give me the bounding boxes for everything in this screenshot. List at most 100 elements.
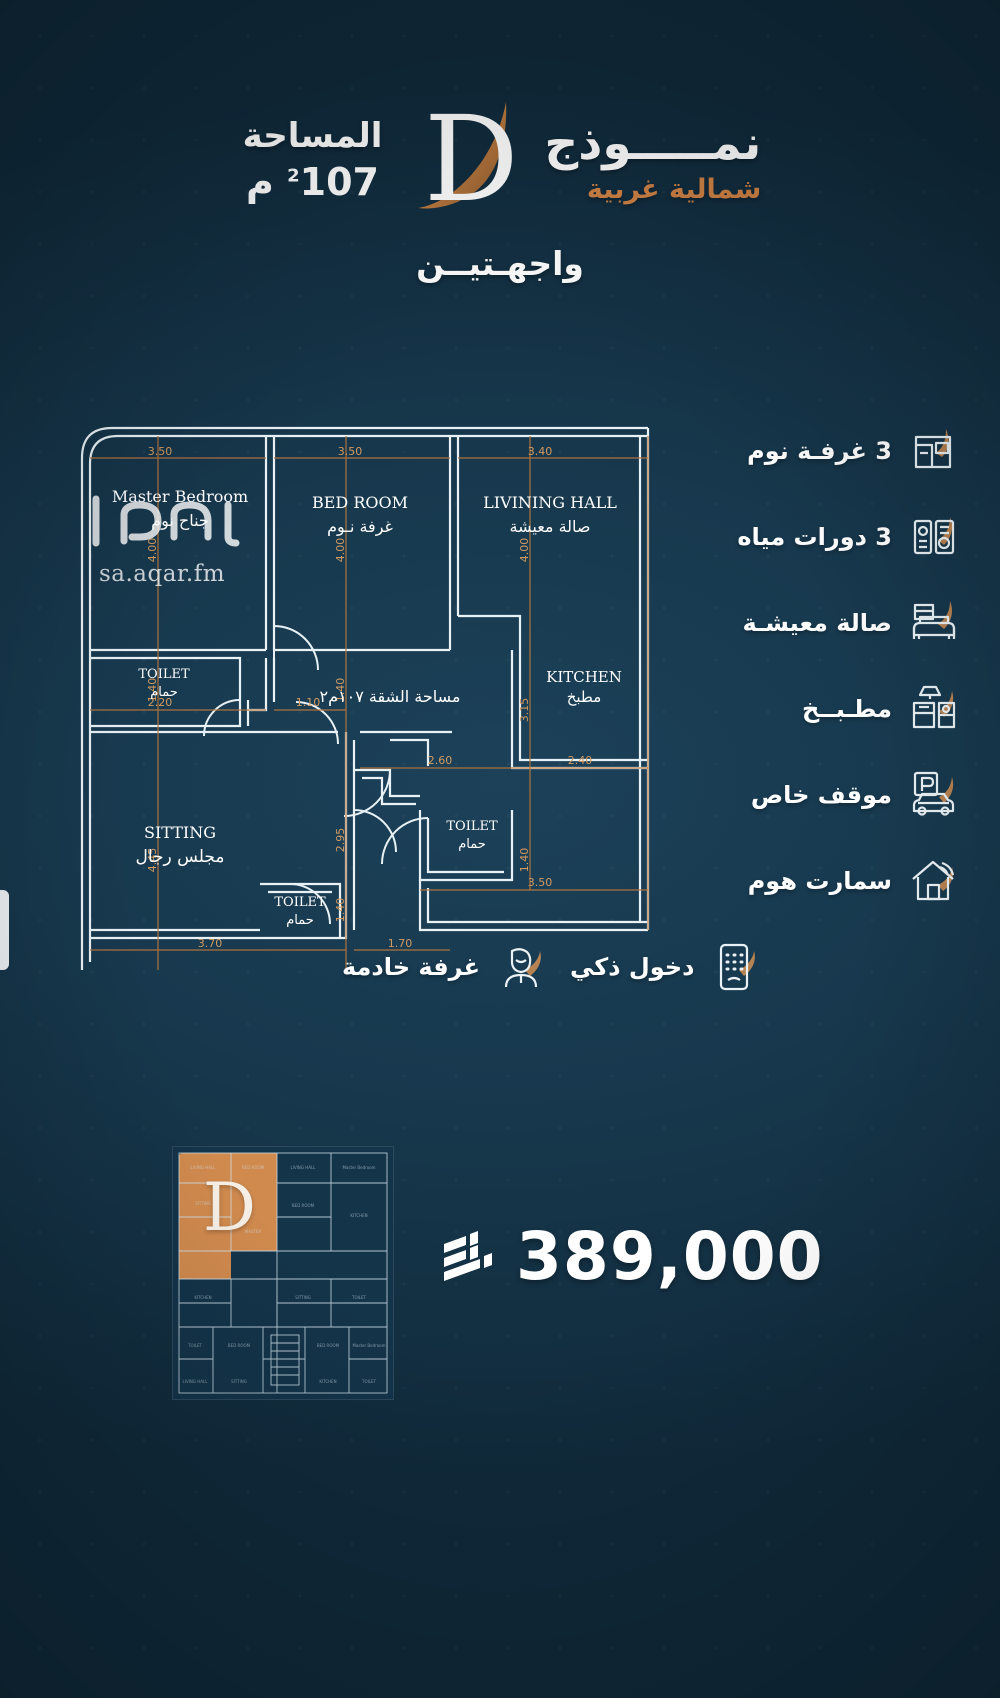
room-label-en: TOILET [446,819,498,834]
svg-text:LIVING HALL: LIVING HALL [183,1379,209,1384]
living-room-icon [906,595,962,651]
dimension-label: 4.45 [146,848,159,873]
price-block: 389,000 [440,1218,824,1295]
feature-label: 3 غرفـة نوم [747,437,892,465]
room-label-ar: مطبخ [567,688,602,706]
dimension-label: 2.20 [148,696,173,709]
dimension-label: 3.50 [338,445,363,458]
model-d-logo: D [388,94,538,229]
kitchen-icon [906,681,962,737]
dimension-label: 3.70 [198,937,223,950]
room-label-en: BED ROOM [312,493,408,512]
room-label-ar: غرفة نـوم [327,517,393,537]
svg-text:MASTER: MASTER [245,1229,262,1234]
svg-text:TOILET: TOILET [351,1295,367,1300]
feature-maid-room: غرفة خادمة [342,930,550,1004]
svg-text:D: D [424,94,519,228]
feature-kitchen: مطـبــخ [662,666,962,752]
model-orientation: شمالية غربية [586,173,762,205]
room-label-en: Master Bedroom [112,487,248,506]
dimension-label: 1.40 [518,848,531,873]
room-label-en: TOILET [274,895,326,910]
dimension-label: 4.00 [334,538,347,563]
dimension-label: 3.15 [518,698,531,723]
svg-text:BED ROOM: BED ROOM [292,1203,315,1208]
svg-text:BED ROOM: BED ROOM [317,1343,340,1348]
facades-label: واجهـتيــن [416,244,584,283]
area-value: 2107 م [243,159,383,204]
price-amount: 389,000 [516,1218,824,1295]
header-row: نمـــــوذج شمالية غربية D [0,94,1000,229]
feature-smart-entry: دخول ذكي [570,930,764,1004]
room-label-en: LIVINING HALL [483,493,617,512]
area-label: المساحة [242,116,383,157]
floor-plan: 3.50 3.50 3.40 2.20 1.10 2.60 2.40 3.50 … [60,410,660,995]
feature-label: غرفة خادمة [342,953,480,981]
room-label-ar: جناح نوم [151,511,209,531]
model-title-block: نمـــــوذج شمالية غربية [544,120,761,203]
room-label-ar: مجلس رجال [135,847,224,867]
svg-text:Master Bedroom: Master Bedroom [342,1165,375,1170]
feature-label: 3 دورات مياه [737,523,892,551]
smart-entry-icon [708,939,764,995]
area-block: المساحة 2107 م [243,119,383,203]
svg-text:KITCHEN: KITCHEN [319,1379,336,1384]
dimension-label: 1.70 [388,937,413,950]
room-label-en: TOILET [138,667,190,682]
model-title: نمـــــوذج [544,115,762,171]
svg-text:LIVING HALL: LIVING HALL [191,1165,217,1170]
svg-text:Master Bedroom: Master Bedroom [352,1343,385,1348]
header: نمـــــوذج شمالية غربية D [0,94,1000,284]
dimension-label: 3.40 [528,445,553,458]
feature-parking: موقف خاص [662,752,962,838]
features-list: 3 غرفـة نوم 3 دورات مياه [662,408,962,924]
feature-label: موقف خاص [750,781,892,809]
dimension-label: 4.00 [518,538,531,563]
room-label-ar: صالة معيشة [510,517,591,536]
apartment-area-note: مساحة الشقة ١٠٧م٢ [320,687,461,706]
room-label-en: SITTING [144,823,216,842]
saudi-riyal-icon [440,1228,496,1286]
parking-icon [906,767,962,823]
smart-home-icon [906,853,962,909]
feature-label: صالة معيشـة [742,609,892,637]
dimension-label: 2.95 [334,828,347,853]
feature-living-room: صالة معيشـة [662,580,962,666]
maid-room-icon [494,939,550,995]
feature-label: مطـبــخ [802,695,892,723]
dimension-label: 1.40 [334,678,347,703]
svg-text:LIVING HALL: LIVING HALL [291,1165,317,1170]
dimension-label: 1.40 [334,898,347,923]
key-plan-unit-letter: D [203,1169,256,1246]
svg-text:TOILET: TOILET [187,1343,203,1348]
dimension-label: 2.60 [428,754,453,767]
side-edge-indicator [0,890,9,970]
room-label-ar: حمام [150,685,178,700]
feature-bathrooms: 3 دورات مياه [662,494,962,580]
svg-text:SITTING: SITTING [295,1295,311,1300]
feature-label: دخول ذكي [570,953,695,981]
dimension-label: 3.50 [528,876,553,889]
svg-text:SITTING: SITTING [231,1379,247,1384]
svg-text:BED ROOM: BED ROOM [228,1343,251,1348]
svg-text:TOILET: TOILET [361,1379,377,1384]
area-number: 107 م [246,159,379,204]
dimension-label: 3.50 [148,445,173,458]
room-label-ar: حمام [458,837,486,852]
feature-label: سمارت هوم [747,867,892,895]
feature-smart-home: سمارت هوم [662,838,962,924]
dimension-label: 1.10 [296,696,321,709]
extra-features-list: غرفة خادمة دخول ذكي [342,930,962,1004]
dimension-label: 1.40 [146,678,159,703]
bathroom-icon [906,509,962,565]
dimension-label: 2.40 [568,754,593,767]
area-unit-exponent: 2 [287,165,300,187]
dimension-label: 4.00 [146,538,159,563]
building-key-plan[interactable]: LIVING HALL SITTING BED ROOM MASTER LIVI… [172,1146,394,1400]
svg-text:BED ROOM: BED ROOM [242,1165,265,1170]
svg-text:SITTING: SITTING [195,1201,211,1206]
room-label-en: KITCHEN [546,668,622,686]
bedroom-icon [906,423,962,479]
svg-text:KITCHEN: KITCHEN [350,1213,367,1218]
